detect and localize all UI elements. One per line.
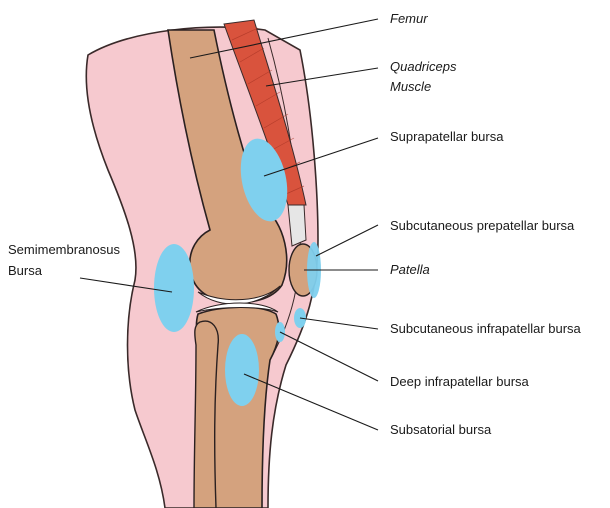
leader-subsatorial xyxy=(243,373,379,431)
femoral-cartilage xyxy=(197,285,281,305)
label-suprapatellar-bursa: Suprapatellar bursa xyxy=(390,129,504,144)
leader-lines xyxy=(79,18,379,431)
label-subcutaneous-infrapatellar-bursa: Subcutaneous infrapatellar bursa xyxy=(390,321,581,336)
fibula xyxy=(193,320,219,508)
label-subcutaneous-prepatellar-bursa: Subcutaneous prepatellar bursa xyxy=(390,218,575,233)
muscle-fiber-lines xyxy=(231,27,305,195)
leader-infrapatellar xyxy=(299,317,379,330)
suprapatellar-bursa xyxy=(240,138,288,222)
tibial-cartilage xyxy=(195,302,279,313)
label-semimembranosus-line2: Bursa xyxy=(8,263,42,278)
label-subsatorial-bursa: Subsatorial bursa xyxy=(390,422,492,437)
label-deep-infrapatellar-bursa: Deep infrapatellar bursa xyxy=(390,374,529,389)
leader-suprapatellar xyxy=(263,137,379,177)
subsatorial-bursa xyxy=(225,334,259,406)
leader-prepatellar xyxy=(315,224,379,257)
label-quadriceps-line2: Muscle xyxy=(390,79,432,94)
label-femur: Femur xyxy=(390,11,428,26)
label-quadriceps-line1: Quadriceps xyxy=(390,59,457,74)
label-patella: Patella xyxy=(390,262,430,277)
leader-semimembranosus xyxy=(79,277,173,293)
quadriceps-muscle xyxy=(223,19,307,206)
leader-femur xyxy=(189,18,379,59)
semimembranosus-bursa xyxy=(154,244,194,332)
label-semimembranosus-line1: Semimembranosus xyxy=(8,242,120,257)
leader-quadriceps xyxy=(265,67,379,87)
leader-deep-infrapatellar xyxy=(279,331,379,382)
